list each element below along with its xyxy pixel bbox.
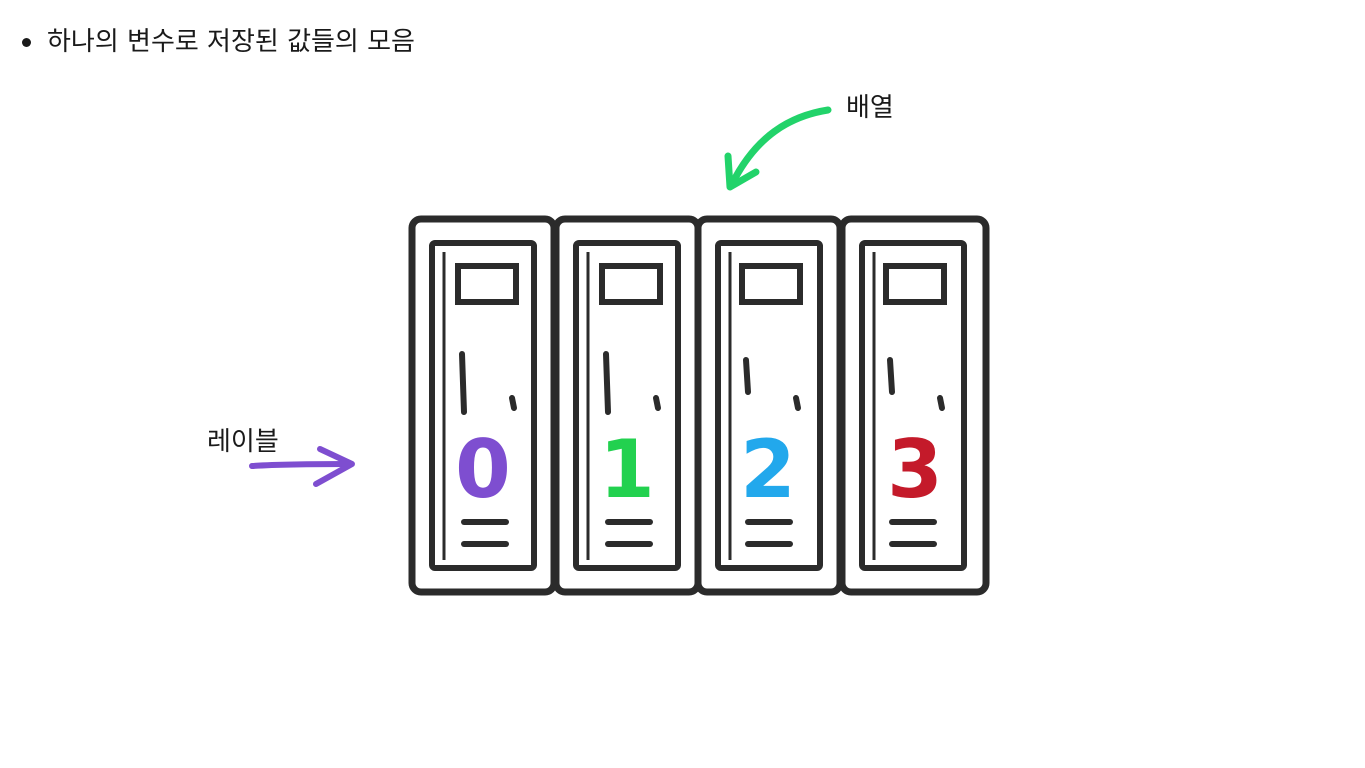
locker-inner-frame <box>859 240 967 571</box>
locker-hinge-mark <box>793 395 801 411</box>
label-arrow-shaft <box>249 461 353 469</box>
locker-vent <box>599 263 663 305</box>
locker-handle-stroke <box>743 357 751 395</box>
locker-handle-stroke <box>459 351 467 415</box>
label-callout-label: 레이블 <box>207 427 279 457</box>
locker-vent <box>883 263 947 305</box>
locker-handle-stroke <box>887 357 895 395</box>
array-arrow-shaft <box>728 106 832 188</box>
bullet-dot <box>22 37 31 47</box>
locker-inner-frame <box>429 240 537 571</box>
locker-hinge-mark <box>937 395 945 411</box>
locker-1: 1 <box>552 215 702 596</box>
locker-handle-stroke <box>603 351 611 415</box>
locker-0: 0 <box>408 215 558 596</box>
locker-hinge-mark <box>509 395 517 411</box>
array-arrow <box>724 106 832 191</box>
locker-inner-frame <box>715 240 823 571</box>
locker-vent <box>739 263 803 305</box>
label-arrow <box>249 446 355 487</box>
locker-2: 2 <box>694 215 844 596</box>
locker-3: 3 <box>838 215 990 596</box>
locker-number: 0 <box>455 423 511 516</box>
locker-array: 0 1 2 <box>408 215 990 596</box>
label-arrow-head <box>313 446 355 487</box>
bullet-text: 하나의 변수로 저장된 값들의 모음 <box>47 27 415 57</box>
locker-number: 1 <box>599 423 655 516</box>
locker-outer-frame <box>838 215 990 596</box>
locker-inner-frame <box>573 240 681 571</box>
locker-number: 2 <box>740 423 796 516</box>
array-arrow-head <box>724 152 760 191</box>
locker-number: 3 <box>887 423 943 516</box>
bullet-row: 하나의 변수로 저장된 값들의 모음 <box>22 22 415 62</box>
locker-hinge-mark <box>653 395 661 411</box>
array-callout-label: 배열 <box>846 93 894 123</box>
locker-vent <box>455 263 519 305</box>
